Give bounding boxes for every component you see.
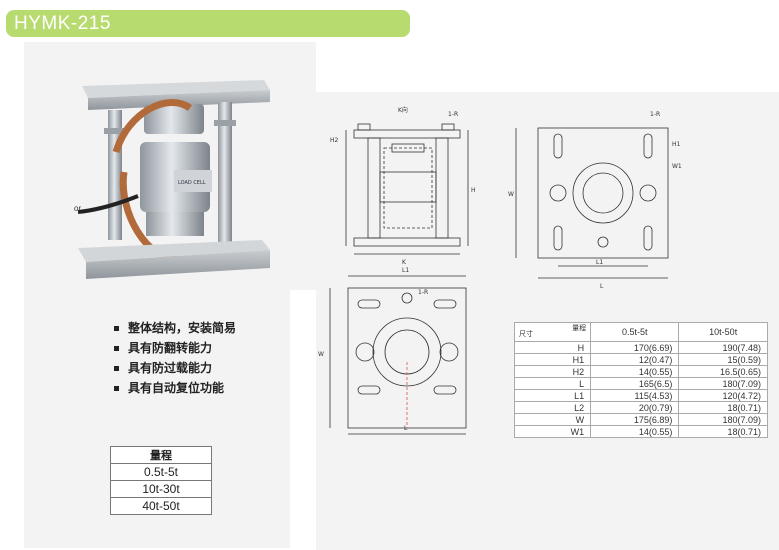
dim-label-l: L [404, 425, 408, 432]
front-view-top-label: K向 [398, 106, 408, 114]
spec-col-header: 0.5t-5t [590, 322, 680, 342]
dim-label-w: W [508, 191, 514, 198]
spec-cell-v2: 180(7.09) [678, 413, 768, 426]
dim-label-w1: W1 [672, 163, 682, 170]
svg-text:LOAD CELL: LOAD CELL [178, 180, 206, 186]
spec-cell-v2: 18(0.71) [678, 401, 768, 414]
spec-cell-v1: 175(6.89) [590, 413, 680, 426]
dim-label-k: K [402, 259, 407, 266]
dim-label-l1: L1 [596, 259, 603, 266]
spec-cell-v1: 14(0.55) [590, 425, 680, 438]
spec-cell-v2: 180(7.09) [678, 377, 768, 390]
range-cell: 10t-30t [110, 480, 212, 498]
range-table: 量程 0.5t-5t 10t-30t 40t-50t [110, 446, 212, 515]
feature-list: 整体结构，安装简易 具有防翻转能力 具有防过载能力 具有自动复位功能 [114, 318, 236, 398]
dim-label-h: H [471, 187, 476, 194]
feature-item: 具有防翻转能力 [114, 338, 236, 358]
range-header: 量程 [110, 446, 212, 464]
spec-cell-label: L2 [513, 401, 592, 414]
cable-label: or [74, 204, 82, 213]
spec-cell-v1: 165(6.5) [590, 377, 680, 390]
spec-col-header: 10t-50t [678, 322, 768, 342]
spec-cell-v1: 14(0.55) [590, 365, 680, 378]
dim-label-1r: 1-R [418, 289, 428, 296]
range-cell: 40t-50t [110, 497, 212, 515]
front-view-small-label: 1-R [448, 111, 458, 118]
spec-corner: 量程 尺寸 [513, 322, 592, 342]
spec-cell-v2: 120(4.72) [678, 389, 768, 402]
product-photo: LOAD CELL [78, 80, 270, 279]
spec-cell-v2: 15(0.59) [678, 353, 768, 366]
spec-cell-v1: 20(0.79) [590, 401, 680, 414]
front-view-drawing: K向 1-R H2 H K [330, 106, 476, 266]
spec-cell-label: H [513, 341, 592, 354]
plan-view-drawing: 1-R L1 W L [318, 267, 467, 435]
spec-cell-label: L1 [513, 389, 592, 402]
dim-label-l: L [600, 283, 604, 290]
spec-cell-label: L [513, 377, 592, 390]
corner-bottom-label: 尺寸 [519, 331, 533, 338]
side-view-drawing: 1-R H1 W1 W L1 L [508, 111, 682, 290]
spec-cell-v2: 18(0.71) [678, 425, 768, 438]
spec-cell-label: W1 [513, 425, 592, 438]
spec-cell-v1: 115(4.53) [590, 389, 680, 402]
dim-label-1r: 1-R [650, 111, 660, 118]
spec-cell-v2: 190(7.48) [678, 341, 768, 354]
spec-cell-label: H2 [513, 365, 592, 378]
corner-top-label: 量程 [572, 325, 587, 332]
dim-label-h1: H1 [672, 141, 681, 148]
feature-item: 具有防过载能力 [114, 358, 236, 378]
spec-cell-v1: 12(0.47) [590, 353, 680, 366]
spec-cell-label: H1 [513, 353, 592, 366]
spec-cell-v2: 16.5(0.65) [678, 365, 768, 378]
spec-cell-v1: 170(6.69) [590, 341, 680, 354]
dim-label-h2: H2 [330, 137, 339, 144]
feature-item: 整体结构，安装简易 [114, 318, 236, 338]
feature-item: 具有自动复位功能 [114, 378, 236, 398]
product-title: HYMK-215 [6, 10, 410, 37]
range-cell: 0.5t-5t [110, 463, 212, 481]
dim-label-l1: L1 [402, 267, 409, 274]
dim-label-w: W [318, 351, 324, 358]
spec-cell-label: W [513, 413, 592, 426]
